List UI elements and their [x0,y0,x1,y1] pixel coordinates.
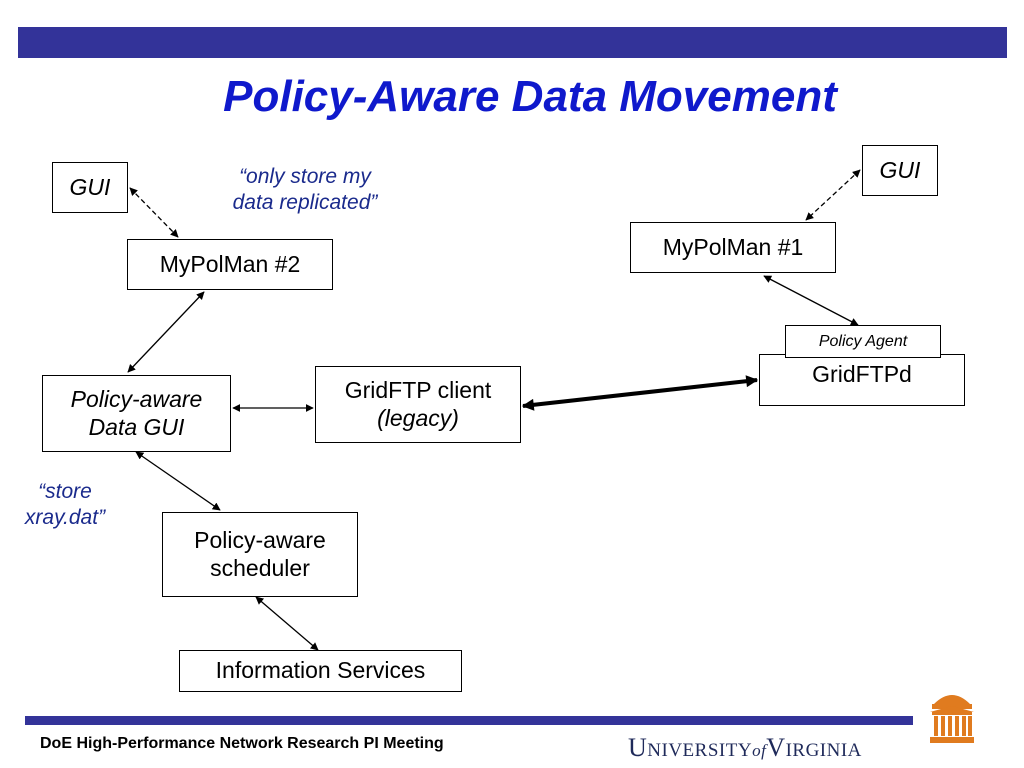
gui-left-box: GUI [52,162,128,213]
data-gui-label-line1: Policy-aware [70,385,203,412]
store-note-line2: xray.dat” [24,506,106,530]
mypolman2-label: MyPolMan #2 [159,250,301,277]
link-datagui-scheduler [135,451,221,511]
gui-right-box: GUI [862,145,938,196]
gridftp-client-box: GridFTP client (legacy) [315,366,521,443]
scheduler-label-line2: scheduler [210,554,310,581]
top-banner-bar [18,27,1007,58]
replicated-note-line1: “only store my [239,165,371,188]
bottom-banner-bar [25,716,913,725]
gridftpd-box: GridFTPd [759,354,965,406]
data-gui-label-line2: Data GUI [88,413,185,440]
info-services-label: Information Services [215,657,426,684]
slide-title: Policy-Aware Data Movement [223,72,837,121]
data-gui-box: Policy-aware Data GUI [42,375,231,452]
store-note: “store xray.dat” [10,479,120,532]
replicated-note-line2: data replicated” [232,191,378,215]
gridftpd-label: GridFTPd [812,361,912,387]
policy-agent-label: Policy Agent [818,332,908,350]
gridftp-client-legacy-label: (legacy) [377,404,459,431]
link-gui-left-mypolman2 [129,187,179,238]
gridftp-client-label: GridFTP client [344,376,492,403]
replicated-note: “only store my data replicated” [210,164,400,217]
mypolman2-box: MyPolMan #2 [127,239,333,290]
gui-left-label: GUI [69,173,111,200]
link-gui-right-mypolman1 [805,169,861,221]
footer-meeting-text: DoE High-Performance Network Research PI… [40,735,444,752]
link-mypolman1-policyagent [763,275,859,326]
scheduler-box: Policy-aware scheduler [162,512,358,597]
rotunda-icon [930,695,974,743]
mypolman1-box: MyPolMan #1 [630,222,836,273]
link-scheduler-infoservices [255,596,319,651]
store-note-line1: “store [38,480,92,503]
policy-agent-box: Policy Agent [785,325,941,358]
uva-wordmark: UNIVERSITYofVIRGINIA [628,733,862,762]
gui-right-label: GUI [879,156,921,183]
info-services-box: Information Services [179,650,462,692]
link-gridftpclient-gridftpd [521,375,759,411]
mypolman1-label: MyPolMan #1 [662,233,804,260]
scheduler-label-line1: Policy-aware [194,526,326,553]
link-mypolman2-datagui [127,291,205,373]
